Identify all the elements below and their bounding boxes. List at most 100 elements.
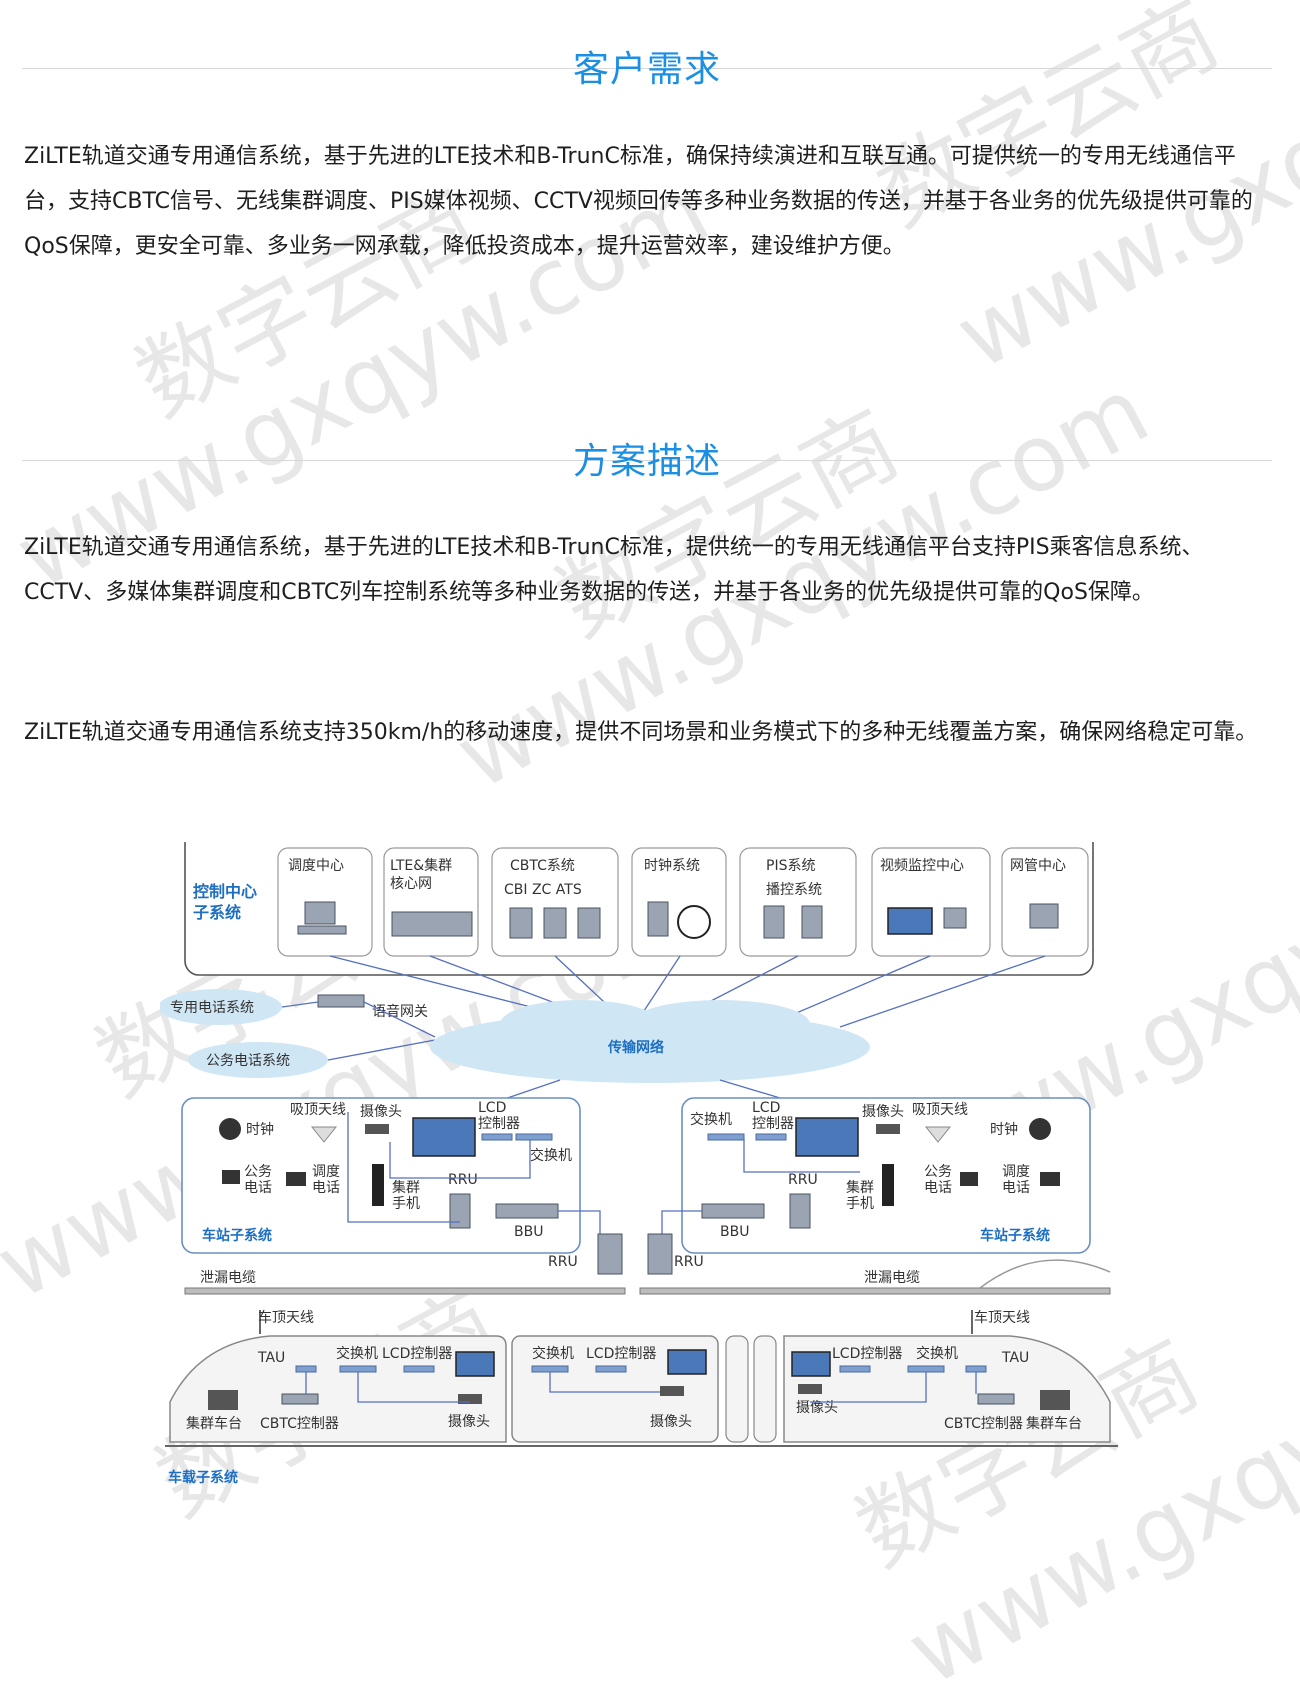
lcd-screen-icon [791, 1351, 831, 1377]
link-line [639, 955, 681, 1018]
car-label: LCD控制器 [586, 1346, 656, 1362]
video-wall-icon [887, 907, 933, 935]
phone-icon [960, 1172, 978, 1186]
link-line [743, 1138, 860, 1173]
station-label: 调度 [312, 1164, 340, 1180]
clock-icon [219, 1118, 241, 1140]
section-divider [22, 460, 1272, 461]
control-center-label: 子系统 [193, 903, 241, 922]
station-label: 电话 [312, 1180, 340, 1196]
module-label: PIS系统 [766, 858, 815, 874]
car-label: CBTC控制器 [944, 1416, 1023, 1432]
trackside-label: RRU [674, 1254, 704, 1270]
camera-icon [876, 1124, 900, 1134]
car-label: 集群车台 [186, 1415, 242, 1432]
switch-icon [531, 1365, 569, 1373]
server-icon [763, 905, 785, 939]
car-label: LCD控制器 [382, 1346, 452, 1362]
clock-icon [677, 905, 711, 939]
link-line [357, 1372, 470, 1403]
car-label: 摄像头 [796, 1400, 838, 1416]
phone-icon [286, 1172, 306, 1186]
tau-icon [965, 1365, 987, 1373]
car-label: 摄像头 [650, 1414, 692, 1430]
public-phone-label: 公务电话系统 [206, 1053, 290, 1069]
section-divider [22, 68, 1272, 69]
lcd-controller-icon [403, 1365, 435, 1373]
cbtc-controller-icon [281, 1393, 319, 1405]
requirements-paragraph: ZiLTE轨道交通专用通信系统，基于先进的LTE技术和B-TrunC标准，确保持… [24, 144, 1253, 259]
trackside-label: 泄漏电缆 [200, 1270, 256, 1286]
link-line [281, 1001, 319, 1008]
leaky-cable [184, 1287, 626, 1295]
car-label: 集群车台 [1026, 1415, 1082, 1432]
server-icon [391, 911, 473, 937]
station-label: 电话 [924, 1180, 952, 1196]
camera-icon [365, 1124, 389, 1134]
station-label: 电话 [244, 1180, 272, 1196]
station-label: 交换机 [690, 1111, 732, 1128]
station-label: 手机 [846, 1196, 874, 1212]
link-line [839, 955, 1046, 1028]
switch-icon [707, 1133, 745, 1141]
section-title: 客户需求 [572, 49, 721, 90]
lcd-screen-icon [667, 1349, 707, 1375]
lcd-controller-icon [839, 1365, 871, 1373]
link-line [363, 1001, 436, 1038]
lcd-screen-icon [412, 1117, 476, 1157]
car-label: 交换机 [532, 1345, 574, 1362]
module-label: CBI ZC ATS [504, 882, 582, 898]
transport-network-label: 传输网络 [607, 1039, 664, 1056]
lcd-controller-icon [755, 1133, 787, 1141]
vehicle-radio-icon [208, 1390, 238, 1410]
module-label: 播控系统 [766, 882, 822, 898]
clock-icon [1029, 1118, 1051, 1140]
section-header-requirements: 客户需求 [22, 49, 1272, 90]
monitor-icon [1029, 903, 1059, 929]
server-icon [801, 905, 823, 939]
camera-icon [798, 1384, 822, 1394]
station-label: 时钟 [990, 1121, 1018, 1138]
cbtc-controller-icon [977, 1393, 1015, 1405]
section-header-solution: 方案描述 [22, 441, 1272, 482]
station-label: RRU [448, 1172, 478, 1188]
station-label: 集群 [392, 1179, 420, 1196]
module-label: CBTC系统 [510, 858, 575, 874]
link-line [389, 1140, 531, 1179]
station-label: LCD [478, 1100, 506, 1116]
computer-icon [304, 901, 336, 925]
trackside-label: 车顶天线 [258, 1309, 314, 1326]
switch-icon [339, 1365, 377, 1373]
diagram-svg: 控制中心 子系统 调度中心 LTE&集群 核心网 CBTC系统 CBI ZC A… [158, 829, 1118, 1486]
car-label: 交换机 [336, 1345, 378, 1362]
switch-icon [907, 1365, 945, 1373]
trackside-label: 车顶天线 [974, 1309, 1030, 1326]
station-label: 吸顶天线 [290, 1102, 346, 1118]
ceiling-antenna-icon [924, 1126, 952, 1143]
module-label: 调度中心 [288, 858, 344, 874]
server-icon [577, 907, 601, 939]
train-subsystem-title: 车载子系统 [168, 1469, 238, 1486]
bbu-icon [701, 1203, 765, 1219]
station-label: RRU [788, 1172, 818, 1188]
lcd-controller-icon [481, 1133, 513, 1141]
car-label: 摄像头 [448, 1414, 490, 1430]
station-label: BBU [720, 1224, 749, 1240]
module-label: LTE&集群 [390, 857, 452, 874]
handset-icon [882, 1164, 894, 1206]
link-line [347, 1112, 460, 1223]
camera-icon [458, 1394, 482, 1404]
car-label: TAU [1001, 1350, 1029, 1366]
phone-icon [1040, 1172, 1060, 1186]
link-line [810, 1372, 927, 1403]
station-label: 手机 [392, 1196, 420, 1212]
station-label: 摄像头 [862, 1104, 904, 1120]
station-label: 吸顶天线 [912, 1102, 968, 1118]
station-label: 集群 [846, 1179, 874, 1196]
station-label: 调度 [1002, 1164, 1030, 1180]
station-title: 车站子系统 [202, 1227, 272, 1244]
station-label: BBU [514, 1224, 543, 1240]
rru-icon [449, 1193, 471, 1229]
keyboard-icon [297, 925, 347, 935]
link-line [661, 1210, 702, 1242]
